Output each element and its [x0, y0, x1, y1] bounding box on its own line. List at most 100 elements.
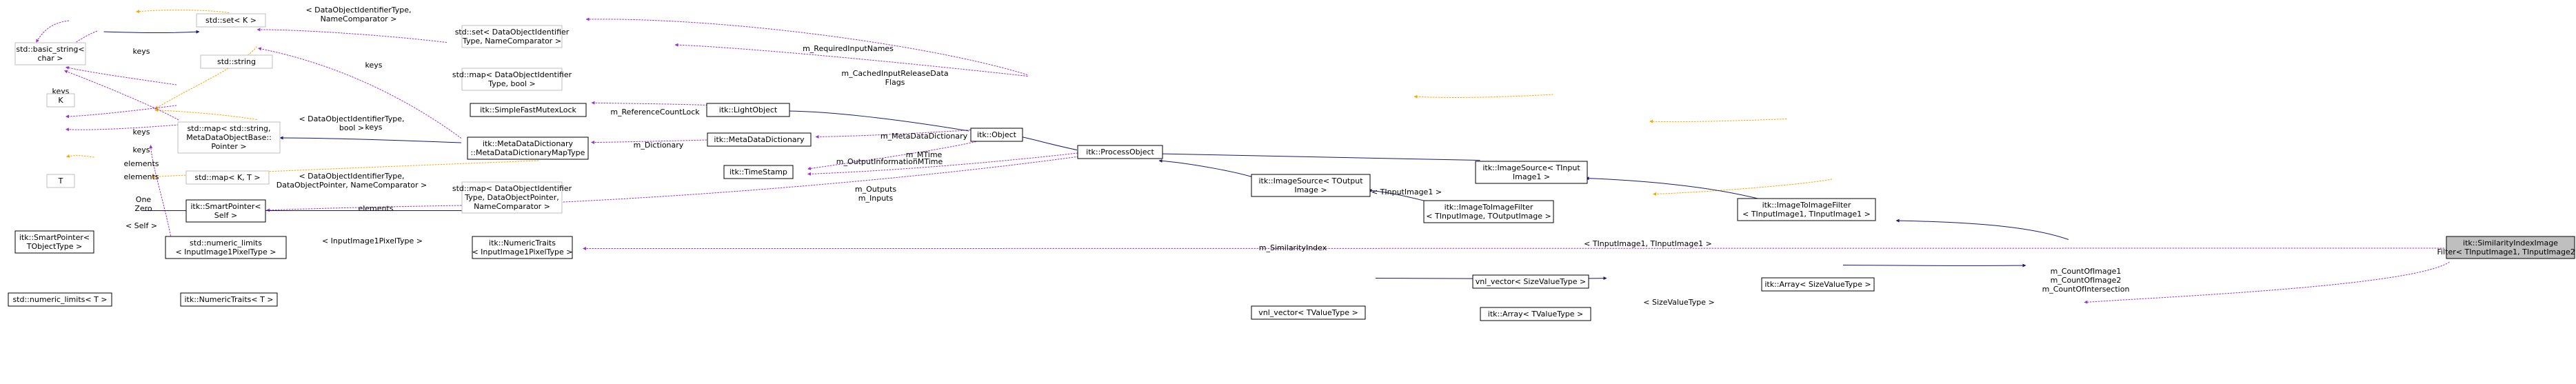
node-label: T	[58, 176, 63, 185]
node-imagesource-tout[interactable]: itk::ImageSource< TOutputImage >	[1251, 174, 1371, 197]
edge-label-map-kt-keys-k: keys	[133, 145, 150, 154]
node-box	[461, 25, 563, 48]
node-box	[461, 68, 563, 91]
node-box	[1472, 274, 1589, 289]
edge-basic-string-to-string	[103, 30, 200, 34]
edge-label-output-info: m_OutputInformationMTime	[836, 157, 943, 166]
node-basic-string[interactable]: std::basic_string<char >	[14, 42, 86, 65]
node-std-string[interactable]: std::string	[200, 54, 273, 69]
node-box	[177, 121, 281, 154]
node-numerictraits-t[interactable]: itk::NumericTraits< T >	[180, 292, 278, 307]
node-vnl-svt[interactable]: vnl_vector< SizeValueType >	[1472, 274, 1589, 289]
node-numerictraits-ip[interactable]: itk::NumericTraits< InputImage1PixelType…	[472, 236, 573, 259]
node-map-string-mdob[interactable]: std::map< std::string,MetaDataObjectBase…	[177, 121, 281, 154]
node-mddmaptype[interactable]: itk::MetaDataDictionary::MetaDataDiction…	[467, 137, 589, 160]
node-box	[1423, 200, 1554, 223]
node-map-doi-dop[interactable]: std::map< DataObjectIdentifierType, Data…	[452, 181, 572, 214]
edge-object-to-processobject	[1018, 134, 1078, 150]
node-mutexlock[interactable]: itk::SimpleFastMutexLock	[470, 103, 587, 117]
edge-label-required-input: m_RequiredInputNames	[803, 44, 894, 53]
edge-label-self: < Self >	[125, 221, 157, 230]
node-label: itk::LightObject	[719, 105, 778, 114]
node-label: Type, bool >	[487, 79, 535, 88]
node-label: char >	[38, 54, 63, 63]
edge-simindex-to-array-svt	[2084, 261, 2450, 304]
node-smartpointer-self[interactable]: itk::SmartPointer<Self >	[185, 199, 266, 223]
edge-string-to-basic-string-keys	[36, 20, 70, 43]
node-label: itk::ImageToImageFilter	[1762, 201, 1851, 210]
node-label: Image1 >	[1513, 172, 1550, 181]
node-box	[1251, 174, 1371, 197]
node-box	[185, 170, 270, 185]
node-box	[1251, 305, 1366, 320]
edge-label-inputpixel: < InputImage1PixelType >	[322, 236, 423, 245]
edge-numerictraits-t-to-t-onezero	[149, 145, 172, 242]
edge-processobject-to-imagesource-tin1	[1158, 152, 1480, 161]
edge-label-similarity-index: m_SimilarityIndex	[1259, 243, 1327, 252]
node-numeric-limits-t[interactable]: std::numeric_limits< T >	[8, 292, 112, 307]
node-box	[196, 13, 266, 28]
edge-lightobject-to-object	[782, 109, 969, 132]
edge-processobject-to-timestamp	[807, 152, 1081, 176]
node-label: std::map< DataObjectIdentifier	[452, 70, 572, 79]
node-set-k[interactable]: std::set< K >	[196, 13, 266, 28]
edge-processobject-to-imagesource-tout	[1158, 159, 1260, 180]
edge-label-map-kt-elements-t: elements	[123, 172, 159, 181]
edge-label-doi-dop: DataObjectPointer, NameComparator >	[276, 181, 427, 190]
node-set-doi[interactable]: std::set< DataObjectIdentifierType, Name…	[455, 25, 570, 48]
node-label: ::MetaDataDictionaryMapType	[471, 148, 585, 157]
node-itif-tin1-tin1[interactable]: itk::ImageToImageFilter< TInputImage1, T…	[1737, 198, 1876, 221]
node-array-tvt[interactable]: itk::Array< TValueType >	[1480, 307, 1591, 321]
node-label: Type, DataObjectPointer,	[464, 193, 559, 202]
node-numeric-limits-ip[interactable]: std::numeric_limits< InputImage1PixelTyp…	[165, 236, 287, 259]
edge-label-tinput1: < TInputImage1 >	[1371, 188, 1442, 196]
node-label: itk::Array< SizeValueType >	[1764, 280, 1871, 289]
node-object[interactable]: itk::Object	[970, 128, 1023, 142]
edge-map-doi-bool-to-cached	[674, 43, 1028, 77]
node-imagesource-tin1[interactable]: itk::ImageSource< TInputImage1 >	[1475, 161, 1588, 184]
node-box	[1737, 198, 1876, 221]
node-label: itk::TimeStamp	[729, 168, 787, 176]
node-mdd[interactable]: itk::MetaDataDictionary	[707, 132, 812, 147]
edge-imagesource-tout-to-tin1	[1413, 94, 1553, 99]
node-map-doi-bool[interactable]: std::map< DataObjectIdentifierType, bool…	[452, 68, 572, 91]
edge-label-keys-map-string: keys	[133, 128, 150, 137]
edge-label-cached-release: Flags	[885, 78, 905, 87]
edge-label-one-zero: One	[136, 195, 152, 204]
node-lightobject[interactable]: itk::LightObject	[706, 103, 790, 117]
edge-itif-pair-to-simindex	[1895, 219, 2069, 240]
node-label: itk::MetaDataDictionary	[714, 135, 805, 144]
node-box	[165, 236, 287, 259]
edge-label-doi-dop: < DataObjectIdentifierType,	[299, 172, 404, 181]
node-itif-tin-tout[interactable]: itk::ImageToImageFilter< TInputImage, TO…	[1423, 200, 1554, 223]
node-label: std::basic_string<	[16, 45, 84, 54]
node-timestamp[interactable]: itk::TimeStamp	[723, 165, 794, 179]
node-label: std::numeric_limits< T >	[12, 295, 107, 304]
edge-set-doi-to-required	[585, 17, 1028, 75]
node-array-svt[interactable]: itk::Array< SizeValueType >	[1761, 277, 1875, 292]
edge-label-metadatadictionary: m_MetaDataDictionary	[881, 132, 968, 141]
node-t[interactable]: T	[46, 174, 75, 188]
edge-label-counts: m_CountOfImage1	[2051, 267, 2122, 276]
node-box	[1480, 307, 1591, 321]
edge-label-one-zero: Zero	[134, 204, 152, 213]
node-label: Image >	[1294, 185, 1327, 194]
node-map-kt[interactable]: std::map< K, T >	[185, 170, 270, 185]
node-box	[723, 165, 794, 179]
edge-labels: < DataObjectIdentifierType,NameComparato…	[52, 6, 2130, 307]
node-vnl-tvt[interactable]: vnl_vector< TValueType >	[1251, 305, 1366, 320]
node-box	[2446, 236, 2575, 259]
edge-label-tinput-pair: < TInputImage1, TInputImage1 >	[1584, 239, 1712, 248]
node-label: itk::MetaDataDictionary	[483, 139, 574, 148]
edge-processobject-to-map-doi-dop	[549, 156, 1082, 205]
node-box	[185, 199, 266, 223]
node-smartpointer-tobj[interactable]: itk::SmartPointer<TObjectType >	[14, 230, 94, 254]
node-label: K	[58, 96, 63, 105]
node-processobject[interactable]: itk::ProcessObject	[1077, 145, 1163, 159]
edge-map-kt-to-t-elements	[66, 105, 177, 119]
node-k[interactable]: K	[46, 93, 75, 108]
edge-vnl-svt-to-array-svt	[1842, 263, 2026, 267]
node-box	[706, 103, 790, 117]
edge-label-doi-bool: < DataObjectIdentifierType,	[299, 114, 404, 123]
